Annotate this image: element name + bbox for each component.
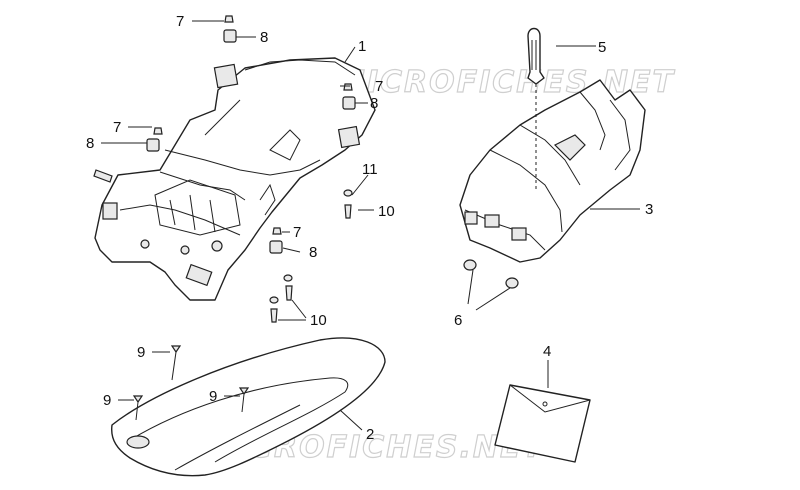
part-5-strap-hook — [527, 27, 545, 190]
callout-7: 7 — [176, 13, 184, 30]
callout-1: 1 — [358, 38, 366, 55]
callout-9: 9 — [137, 344, 145, 361]
callout-4: 4 — [543, 343, 551, 360]
callout-9: 9 — [103, 392, 111, 409]
callout-7: 7 — [113, 119, 121, 136]
callout-7: 7 — [293, 224, 301, 241]
watermark-top: MICROFICHES.NET — [335, 65, 676, 100]
callout-8: 8 — [86, 135, 94, 152]
hardware — [93, 15, 519, 421]
callout-11: 11 — [362, 161, 378, 178]
callout-7: 7 — [375, 78, 383, 95]
callout-3: 3 — [645, 201, 653, 218]
part-4-plate — [494, 384, 591, 463]
leader-lines — [101, 20, 640, 431]
callout-8: 8 — [260, 29, 268, 46]
callout-8: 8 — [309, 244, 317, 261]
part-3-undertray — [459, 79, 646, 263]
callout-9: 9 — [209, 388, 217, 405]
callout-10: 10 — [310, 312, 327, 329]
callout-6: 6 — [454, 312, 462, 329]
callout-labels: 7 8 1 5 7 8 7 8 11 10 3 7 8 10 6 4 9 9 9… — [86, 13, 653, 443]
part-1-rear-tray — [94, 57, 376, 301]
part-2-rear-mudguard — [111, 337, 386, 477]
callout-2: 2 — [366, 426, 374, 443]
callout-10: 10 — [378, 203, 395, 220]
callout-5: 5 — [598, 39, 606, 56]
callout-8: 8 — [370, 95, 378, 112]
